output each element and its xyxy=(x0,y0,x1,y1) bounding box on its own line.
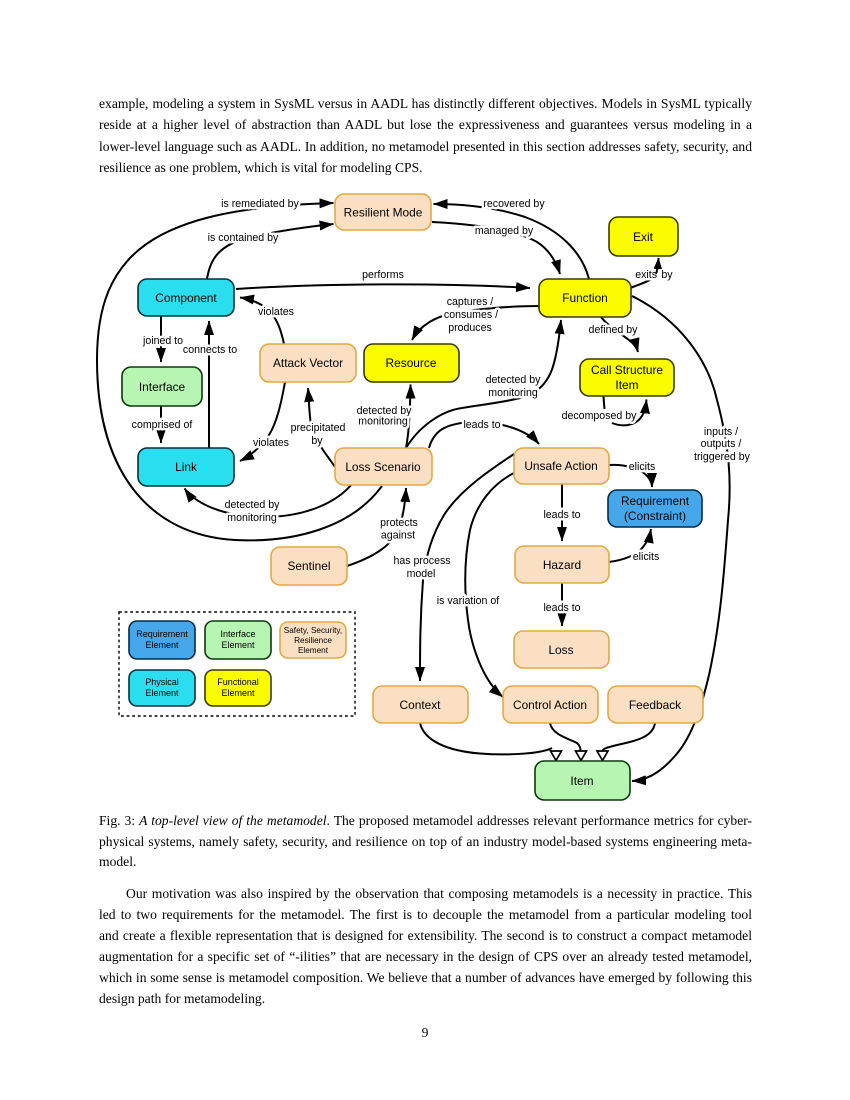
svg-text:monitoring: monitoring xyxy=(488,387,538,399)
svg-text:decomposed by: decomposed by xyxy=(562,410,637,422)
svg-text:Unsafe Action: Unsafe Action xyxy=(524,459,597,473)
svg-text:Interface: Interface xyxy=(220,629,255,639)
svg-text:exits: exits xyxy=(635,269,657,281)
svg-text:Physical: Physical xyxy=(145,677,179,687)
svg-text:protects: protects xyxy=(380,517,418,529)
svg-text:monitoring: monitoring xyxy=(358,416,408,428)
svg-text:precipitated: precipitated xyxy=(291,422,346,434)
svg-text:Item: Item xyxy=(570,774,593,788)
svg-text:is contained by: is contained by xyxy=(208,232,279,244)
svg-text:model: model xyxy=(407,568,436,580)
svg-text:is variation of: is variation of xyxy=(437,595,499,607)
svg-text:Element: Element xyxy=(145,688,179,698)
svg-text:by: by xyxy=(661,269,673,281)
svg-text:leads to: leads to xyxy=(543,602,580,614)
svg-text:Sentinel: Sentinel xyxy=(288,559,331,573)
svg-text:Requirement: Requirement xyxy=(621,494,690,508)
svg-text:Element: Element xyxy=(221,640,255,650)
svg-text:recovered by: recovered by xyxy=(483,198,545,210)
svg-text:inputs /: inputs / xyxy=(704,426,738,438)
svg-text:performs: performs xyxy=(362,269,404,281)
svg-text:connects to: connects to xyxy=(183,344,237,356)
svg-text:Element: Element xyxy=(145,640,179,650)
svg-text:(Constraint): (Constraint) xyxy=(624,509,686,523)
svg-text:Resource: Resource xyxy=(386,356,437,370)
svg-text:triggered by: triggered by xyxy=(694,451,751,463)
svg-text:Feedback: Feedback xyxy=(629,698,681,712)
svg-text:Requirement: Requirement xyxy=(136,629,188,639)
svg-text:detected by: detected by xyxy=(225,499,280,511)
svg-text:Safety, Security,: Safety, Security, xyxy=(284,626,342,635)
svg-text:Item: Item xyxy=(615,378,638,392)
svg-text:Functional: Functional xyxy=(217,677,259,687)
svg-text:detected by: detected by xyxy=(357,405,412,417)
svg-text:detected by: detected by xyxy=(486,374,541,386)
svg-text:produces: produces xyxy=(448,322,492,334)
svg-text:Loss Scenario: Loss Scenario xyxy=(345,460,421,474)
svg-text:by: by xyxy=(311,435,323,447)
svg-text:has process: has process xyxy=(393,555,450,567)
svg-text:Call Structure: Call Structure xyxy=(591,363,663,377)
svg-text:Function: Function xyxy=(562,291,608,305)
svg-text:against: against xyxy=(381,530,415,542)
svg-text:Attack Vector: Attack Vector xyxy=(273,356,343,370)
svg-text:elicits: elicits xyxy=(633,551,660,563)
svg-text:is remediated by: is remediated by xyxy=(221,198,299,210)
svg-text:monitoring: monitoring xyxy=(227,512,277,524)
svg-text:comprised of: comprised of xyxy=(132,419,193,431)
svg-text:joined to: joined to xyxy=(142,335,183,347)
svg-text:Exit: Exit xyxy=(633,230,654,244)
svg-text:Link: Link xyxy=(175,460,197,474)
svg-text:Loss: Loss xyxy=(548,643,573,657)
svg-text:elicits: elicits xyxy=(629,461,656,473)
svg-text:defined by: defined by xyxy=(589,324,639,336)
svg-text:Element: Element xyxy=(221,688,255,698)
svg-text:Resilient Mode: Resilient Mode xyxy=(344,206,423,220)
svg-text:leads to: leads to xyxy=(463,419,500,431)
svg-text:Control Action: Control Action xyxy=(513,698,587,712)
svg-text:Element: Element xyxy=(298,646,329,655)
svg-text:consumes /: consumes / xyxy=(444,309,498,321)
svg-text:Context: Context xyxy=(400,698,442,712)
svg-text:captures /: captures / xyxy=(447,296,494,308)
svg-text:Component: Component xyxy=(155,291,217,305)
svg-text:violates: violates xyxy=(258,306,294,318)
svg-text:Hazard: Hazard xyxy=(543,558,581,572)
svg-text:violates: violates xyxy=(253,437,289,449)
svg-text:Resilience: Resilience xyxy=(294,636,332,645)
svg-text:Interface: Interface xyxy=(139,380,186,394)
svg-text:managed by: managed by xyxy=(475,225,534,237)
svg-text:leads to: leads to xyxy=(543,509,580,521)
svg-text:outputs /: outputs / xyxy=(701,438,742,450)
